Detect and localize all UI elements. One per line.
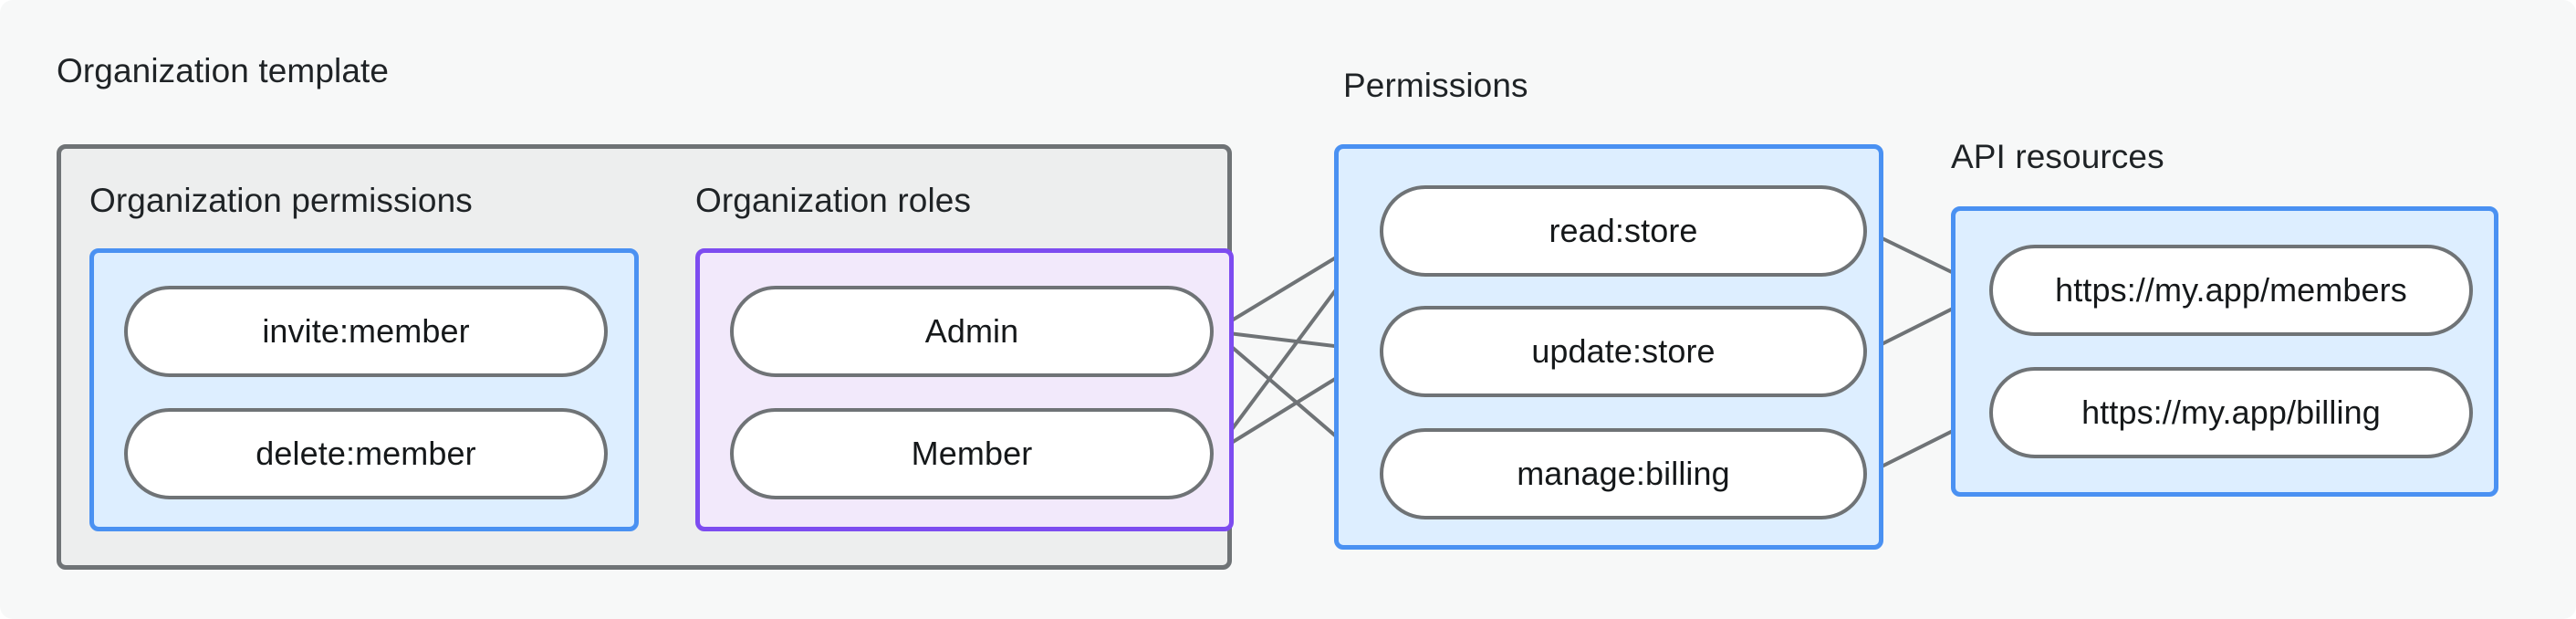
- pill-role-admin[interactable]: Admin: [730, 286, 1214, 377]
- pill-api-members[interactable]: https://my.app/members: [1989, 245, 2473, 336]
- pill-read-store[interactable]: read:store: [1380, 185, 1867, 277]
- api-resources-label: API resources: [1951, 138, 2164, 175]
- organization-roles-label: Organization roles: [695, 182, 972, 219]
- pill-update-store[interactable]: update:store: [1380, 306, 1867, 397]
- organization-permissions-label: Organization permissions: [89, 182, 473, 219]
- pill-api-billing[interactable]: https://my.app/billing: [1989, 367, 2473, 458]
- pill-role-member[interactable]: Member: [730, 408, 1214, 499]
- pill-invite-member[interactable]: invite:member: [124, 286, 608, 377]
- pill-delete-member[interactable]: delete:member: [124, 408, 608, 499]
- permissions-label: Permissions: [1343, 67, 1528, 104]
- organization-template-label: Organization template: [57, 52, 390, 89]
- pill-manage-billing[interactable]: manage:billing: [1380, 428, 1867, 519]
